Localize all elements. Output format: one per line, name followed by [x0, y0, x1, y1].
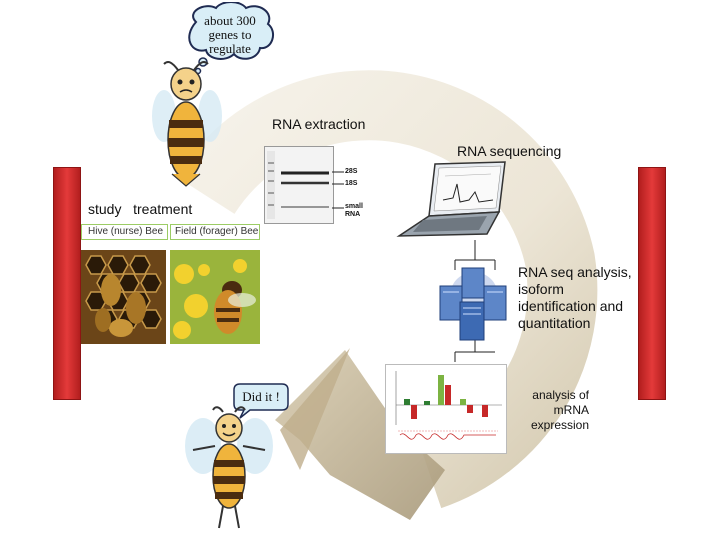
thought-bubble: [188, 2, 275, 74]
laptop-icon: [396, 161, 506, 237]
field-bee-label-box: Field (forager) Bee: [170, 224, 260, 240]
field-bee-label: Field (forager) Bee: [175, 226, 259, 237]
hive-bee-label-box: Hive (nurse) Bee: [81, 224, 168, 240]
speech-bubble: [233, 383, 289, 419]
speech-bubble-text: Did it !: [242, 389, 280, 404]
mrna-expression-label: analysis of mRNA expression: [530, 388, 589, 432]
mrna-expression-chart-image: [385, 364, 507, 454]
gel-band-18s: 18S: [345, 180, 358, 187]
happy-bee-illustration: [185, 406, 273, 529]
gel-electrophoresis-image: [264, 146, 334, 224]
gel-band-small-rna: small RNA: [345, 203, 363, 218]
thought-bubble-text: about 300 genes to regulate: [204, 13, 256, 56]
server-cluster-icon: [439, 267, 507, 341]
rna-sequencing-label: RNA sequencing: [457, 143, 562, 159]
study-treatment-label: study treatment: [88, 201, 193, 217]
gel-band-28s: 28S: [345, 168, 358, 175]
gel-band-pointers: [332, 171, 344, 209]
rna-seq-analysis-label: RNA seq analysis, isoform identification…: [518, 264, 632, 331]
connector-lines: [454, 240, 496, 362]
hive-bee-label: Hive (nurse) Bee: [88, 226, 164, 237]
field-bee-photo: [170, 250, 260, 344]
worried-bee-illustration: [152, 61, 222, 187]
hive-bee-photo: [81, 250, 166, 344]
right-red-bar: [638, 167, 666, 400]
left-red-bar: [53, 167, 81, 400]
rna-extraction-label: RNA extraction: [272, 116, 366, 132]
